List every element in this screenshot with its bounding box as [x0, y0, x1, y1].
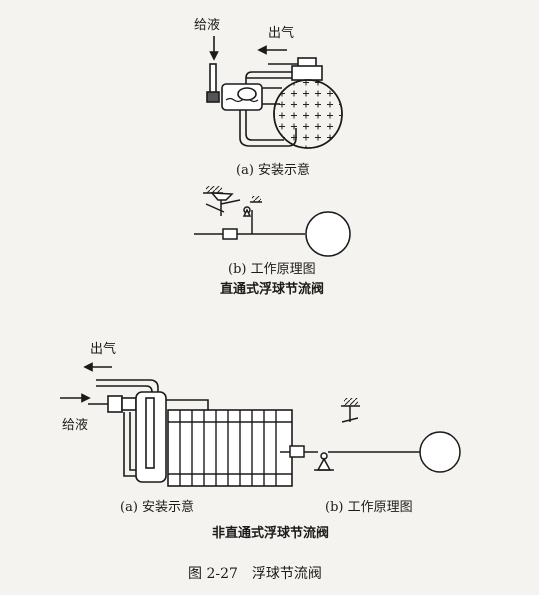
top-outlet-label: 出气: [268, 26, 295, 41]
top-installation-drawing: [206, 36, 343, 149]
bottom-installation-drawing: [60, 362, 293, 487]
top-section-title: 直通式浮球节流阀: [220, 282, 325, 297]
bottom-caption-b: (b) 工作原理图: [325, 500, 413, 515]
top-principle-drawing: [194, 186, 351, 257]
figure-caption: 图 2-27 浮球节流阀: [188, 566, 322, 582]
bottom-caption-a: (a) 安装示意: [120, 500, 195, 515]
bottom-principle-drawing: [280, 398, 461, 473]
top-caption-a: (a) 安装示意: [236, 163, 311, 178]
top-caption-b: (b) 工作原理图: [228, 262, 316, 277]
top-feed-label: 给液: [194, 18, 221, 33]
bottom-outlet-label: 出气: [90, 342, 117, 357]
bottom-section-title: 非直通式浮球节流阀: [212, 526, 330, 541]
bottom-feed-label: 给液: [62, 418, 89, 433]
